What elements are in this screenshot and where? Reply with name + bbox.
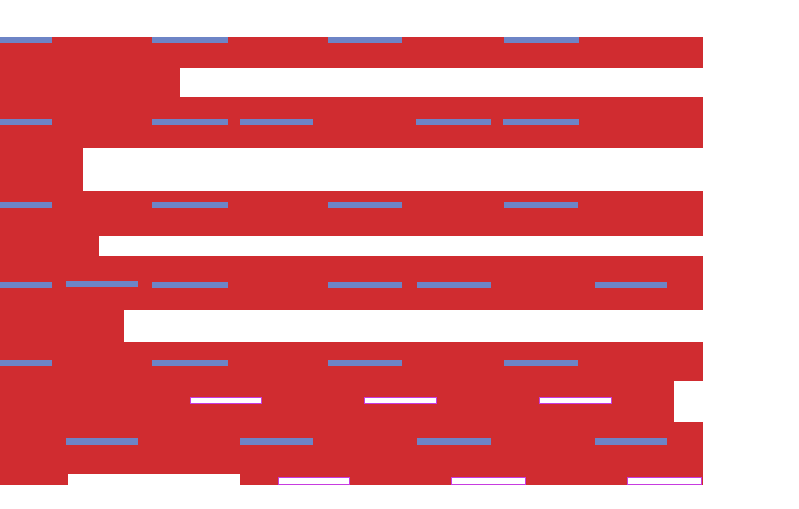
link-dash[interactable] (152, 360, 228, 366)
link-dash[interactable] (595, 438, 667, 445)
visited-link-dash[interactable] (364, 397, 437, 404)
visited-link-dash[interactable] (451, 477, 526, 485)
visited-link-dash[interactable] (627, 477, 702, 485)
link-dash[interactable] (152, 119, 228, 125)
link-dash[interactable] (0, 282, 52, 288)
link-dash[interactable] (504, 360, 578, 366)
red-text-block (0, 236, 99, 256)
red-text-block (0, 97, 703, 148)
link-dash[interactable] (328, 37, 402, 43)
link-dash[interactable] (152, 282, 228, 288)
visited-link-dash[interactable] (539, 397, 612, 404)
red-text-block (0, 310, 124, 342)
red-text-block (0, 191, 703, 236)
link-dash[interactable] (240, 119, 313, 125)
red-text-block (0, 68, 180, 97)
red-text-block (0, 148, 83, 191)
link-dash[interactable] (152, 37, 228, 43)
link-dash[interactable] (416, 119, 491, 125)
link-dash[interactable] (504, 37, 579, 43)
link-dash[interactable] (240, 438, 313, 445)
link-dash[interactable] (0, 360, 52, 366)
link-dash[interactable] (504, 202, 578, 208)
link-dash[interactable] (595, 282, 667, 288)
red-text-block (0, 474, 68, 485)
link-dash[interactable] (66, 281, 138, 287)
link-dash[interactable] (0, 119, 52, 125)
visited-link-dash[interactable] (278, 477, 350, 485)
link-dash[interactable] (0, 37, 52, 43)
link-dash[interactable] (66, 438, 138, 445)
link-dash[interactable] (503, 119, 579, 125)
link-dash[interactable] (0, 202, 52, 208)
red-text-block (674, 342, 703, 381)
link-dash[interactable] (152, 202, 228, 208)
link-dash[interactable] (328, 282, 402, 288)
link-dash[interactable] (328, 360, 402, 366)
link-dash[interactable] (328, 202, 402, 208)
red-text-block (674, 422, 703, 474)
link-dash[interactable] (417, 282, 491, 288)
visited-link-dash[interactable] (190, 397, 262, 404)
link-dash[interactable] (417, 438, 491, 445)
